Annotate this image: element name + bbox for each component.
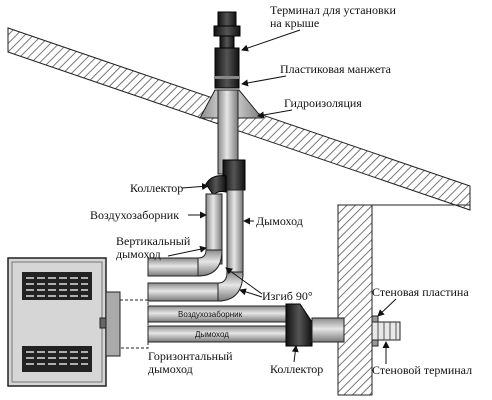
leader-collector-top — [181, 182, 209, 190]
leader-vertical-flue — [167, 245, 207, 257]
label-bend-90: Изгиб 90° — [262, 289, 313, 303]
label-horizontal-flue-2: дымоход — [148, 362, 193, 376]
label-waterproofing: Гидроизоляция — [284, 96, 362, 110]
label-air-intake: Воздухозаборник — [90, 208, 179, 222]
label-roof-terminal-2: на крыше — [270, 16, 319, 30]
leader-plastic-collar — [241, 75, 287, 87]
roof-terminal — [213, 11, 241, 89]
label-wall-plate: Стеновая пластина — [372, 285, 469, 299]
boiler-vent-grille-bottom — [22, 346, 92, 372]
wall-pipe — [311, 317, 345, 343]
chimney-horizontal-upper — [147, 282, 223, 302]
leader-bend-90-a — [225, 267, 263, 295]
leader-waterproofing — [257, 109, 293, 119]
label-chimney: Дымоход — [256, 214, 303, 228]
chimney-vertical — [226, 189, 244, 277]
leader-roof-terminal — [241, 29, 301, 52]
roof — [7, 27, 471, 211]
label-horizontal-flue-1: Горизонтальный — [148, 349, 233, 363]
label-wall-terminal: Стеновой терминал — [372, 363, 472, 377]
label-vertical-flue-2: дымоход — [116, 247, 161, 261]
leader-bend-90-b — [239, 288, 263, 298]
label-collector-bottom: Коллектор — [270, 362, 323, 376]
label-plastic-collar: Пластиковая манжета — [280, 62, 392, 76]
label-vertical-flue-1: Вертикальный — [116, 234, 191, 248]
wall-terminal — [371, 321, 401, 341]
pipe-air-intake-label: Воздухозаборник — [178, 310, 243, 319]
label-collector-top: Коллектор — [130, 181, 183, 195]
leader-wall-plate — [377, 298, 397, 317]
boiler-vent-grille-top — [22, 272, 92, 300]
wall — [337, 204, 373, 396]
collector-bottom — [285, 303, 313, 347]
leader-collector-bottom — [291, 345, 299, 363]
boiler — [7, 257, 149, 387]
pipe-chimney-label: Дымоход — [195, 330, 229, 339]
label-roof-terminal-1: Терминал для установки — [270, 3, 396, 17]
